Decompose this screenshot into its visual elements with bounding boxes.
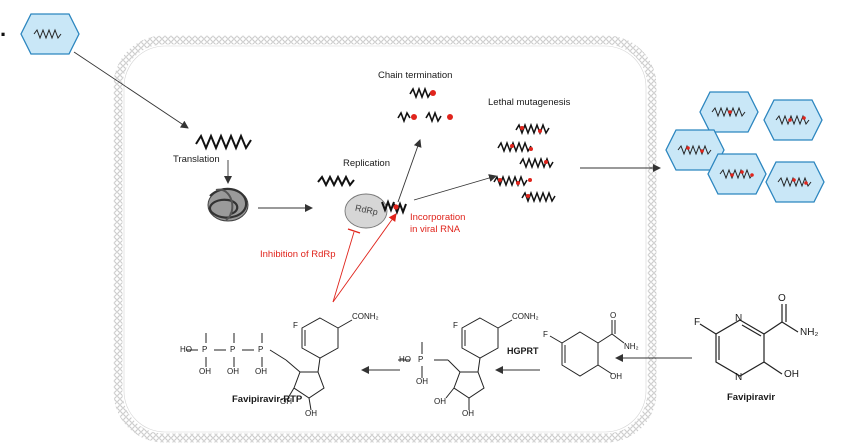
ribose-mp-structure — [398, 317, 513, 410]
inhibition-line — [332, 231, 355, 303]
mutated-rna-strands — [493, 122, 556, 204]
atom-oh-rmp-2: OH — [462, 409, 474, 418]
atom-oh-favipiravir: OH — [784, 369, 799, 380]
arrow-incorporation — [332, 213, 397, 303]
label-lethal-mutagenesis: Lethal mutagenesis — [488, 97, 571, 108]
label-favipiravir: Favipiravir — [727, 392, 776, 403]
favipiravir-structure — [699, 304, 799, 377]
atom-oh-intermediate: OH — [610, 372, 622, 381]
atom-p1-rtp: P — [202, 345, 208, 354]
incoming-virion — [20, 13, 80, 55]
atom-conh2-rmp: CONH₂ — [512, 312, 539, 321]
atom-oh5-rtp: OH — [305, 409, 317, 418]
label-replication: Replication — [343, 158, 390, 169]
atom-nh2-intermediate: NH₂ — [624, 342, 639, 351]
rdrp-protein-blob — [207, 187, 249, 222]
atom-oh4-rtp: OH — [280, 397, 292, 406]
atom-f-favipiravir: F — [694, 317, 701, 328]
atom-o-intermediate: O — [610, 311, 617, 320]
atom-conh2-rtp: CONH₂ — [352, 312, 379, 321]
cell-membrane — [113, 35, 657, 443]
label-favipiravir-rtp: Favipiravir-RTP — [232, 394, 303, 405]
atom-oh1-rtp: OH — [199, 367, 211, 376]
atom-oh-rmp-p: OH — [416, 377, 428, 386]
progeny-virions — [665, 91, 825, 203]
atom-p3-rtp: P — [258, 345, 264, 354]
atom-p-rmp: P — [418, 355, 424, 364]
label-hgprt: HGPRT — [507, 346, 539, 356]
bullet-mark: . — [0, 16, 7, 41]
atom-n1-favipiravir: N — [735, 313, 743, 324]
label-incorporation-line2: in viral RNA — [410, 224, 461, 235]
atom-f-intermediate: F — [543, 330, 548, 339]
label-chain-termination: Chain termination — [378, 70, 453, 81]
arrow-entry — [73, 51, 189, 129]
favipiravir-rmp-structure — [549, 320, 625, 377]
atom-nh2-favipiravir: NH₂ — [800, 327, 819, 338]
label-incorporation-line1: Incorporation — [410, 212, 466, 223]
atom-ho-rtp: HO — [180, 345, 192, 354]
red-pathways — [332, 213, 397, 303]
atom-oh-rmp-1: OH — [434, 397, 446, 406]
mutation-marks — [498, 126, 548, 198]
atom-n2-favipiravir: N — [735, 372, 743, 383]
atom-f-rtp: F — [293, 321, 298, 330]
atom-ho-rmp: HO — [399, 355, 411, 364]
rdrp-enzyme — [344, 193, 388, 229]
arrow-lethal-mutagenesis — [413, 174, 497, 201]
atom-o-favipiravir: O — [778, 293, 786, 304]
atom-oh2-rtp: OH — [227, 367, 239, 376]
arrows — [73, 51, 692, 374]
chain-terminated-rna — [397, 86, 453, 124]
inhibition-bar — [347, 228, 361, 234]
favipiravir-rtp-structure — [186, 317, 353, 411]
label-translation: Translation — [173, 154, 220, 165]
replication-complex — [317, 174, 407, 229]
atom-oh3-rtp: OH — [255, 367, 267, 376]
atom-f-rmp: F — [453, 321, 458, 330]
translation-rna — [195, 133, 252, 151]
label-inhibition-of-rdrp: Inhibition of RdRp — [260, 249, 336, 260]
atom-p2-rtp: P — [230, 345, 236, 354]
arrow-chain-termination — [397, 139, 422, 203]
